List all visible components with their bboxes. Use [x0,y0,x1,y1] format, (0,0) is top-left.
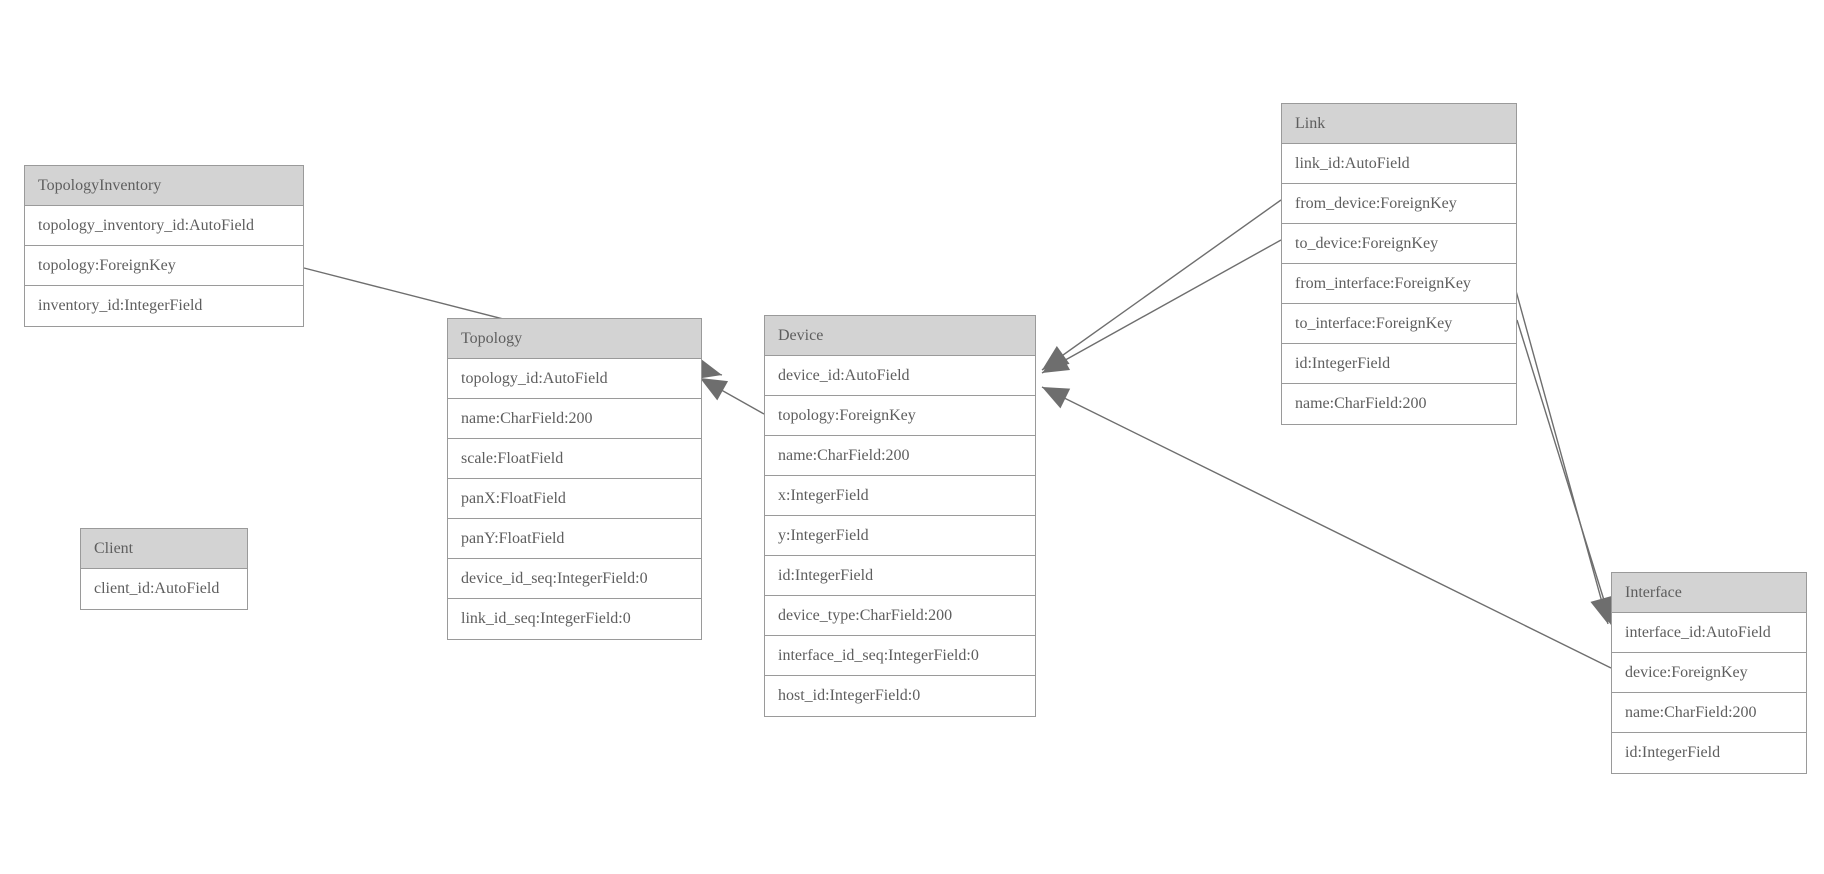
entity-box-client[interactable]: Client client_id:AutoField [80,528,248,610]
relationship-arrowhead-icon [1042,345,1070,370]
entity-field: link_id_seq:IntegerField:0 [461,610,631,627]
entity-field: topology:ForeignKey [765,396,1035,436]
relationship-arrowhead-icon [1042,350,1071,373]
entity-title-link: Link [1282,104,1516,144]
relationship-line [699,377,765,415]
entity-field: device_type:CharField:200 [765,596,1035,636]
entity-field: name:CharField:200 [448,399,701,439]
entity-field: device:ForeignKey [1612,653,1806,693]
relationship-link-to_interface-interface [1516,319,1615,627]
entity-field: inventory_id:IntegerField [38,297,203,314]
entity-field: topology:ForeignKey [25,246,303,286]
relationship-line [1512,279,1609,625]
relationship-line [1041,386,1612,669]
entity-field: id:IntegerField [1625,744,1721,761]
entity-field: client_id:AutoField [94,580,220,597]
entity-field: from_device:ForeignKey [1282,184,1516,224]
entity-field: x:IntegerField [765,476,1035,516]
entity-title-topology: Topology [448,319,701,359]
entity-field: name:CharField:200 [1612,693,1806,733]
relationship-device-topology [699,377,765,415]
entity-field: from_interface:ForeignKey [1282,264,1516,304]
entity-field: device_id:AutoField [765,356,1035,396]
entity-field: device_id_seq:IntegerField:0 [448,559,701,599]
entity-field: name:CharField:200 [1295,395,1427,412]
entity-field: link_id:AutoField [1282,144,1516,184]
entity-field: id:IntegerField [765,556,1035,596]
entity-field: name:CharField:200 [765,436,1035,476]
relationship-link-from_device-device [1041,199,1282,371]
entity-field-list-client: client_id:AutoField [81,569,247,609]
entity-field: topology_inventory_id:AutoField [25,206,303,246]
entity-title-interface: Interface [1612,573,1806,613]
entity-field: topology_id:AutoField [448,359,701,399]
entity-field: to_interface:ForeignKey [1282,304,1516,344]
entity-field: to_device:ForeignKey [1282,224,1516,264]
entity-field: interface_id:AutoField [1612,613,1806,653]
entity-title-topologyinventory: TopologyInventory [25,166,303,206]
entity-field: scale:FloatField [448,439,701,479]
entity-field: y:IntegerField [765,516,1035,556]
relationship-line [1516,319,1613,627]
entity-field: interface_id_seq:IntegerField:0 [765,636,1035,676]
entity-field: panY:FloatField [448,519,701,559]
entity-title-client: Client [81,529,247,569]
entity-field: panX:FloatField [448,479,701,519]
entity-field: host_id:IntegerField:0 [778,687,921,704]
relationship-line [1041,199,1282,371]
relationship-link-from_interface-interface [1512,279,1612,625]
relationship-link-to_device-device [1041,239,1282,374]
relationship-line [1041,239,1282,374]
entity-title-device: Device [765,316,1035,356]
entity-field: id:IntegerField [1282,344,1516,384]
relationship-arrowhead-icon [1042,387,1071,409]
